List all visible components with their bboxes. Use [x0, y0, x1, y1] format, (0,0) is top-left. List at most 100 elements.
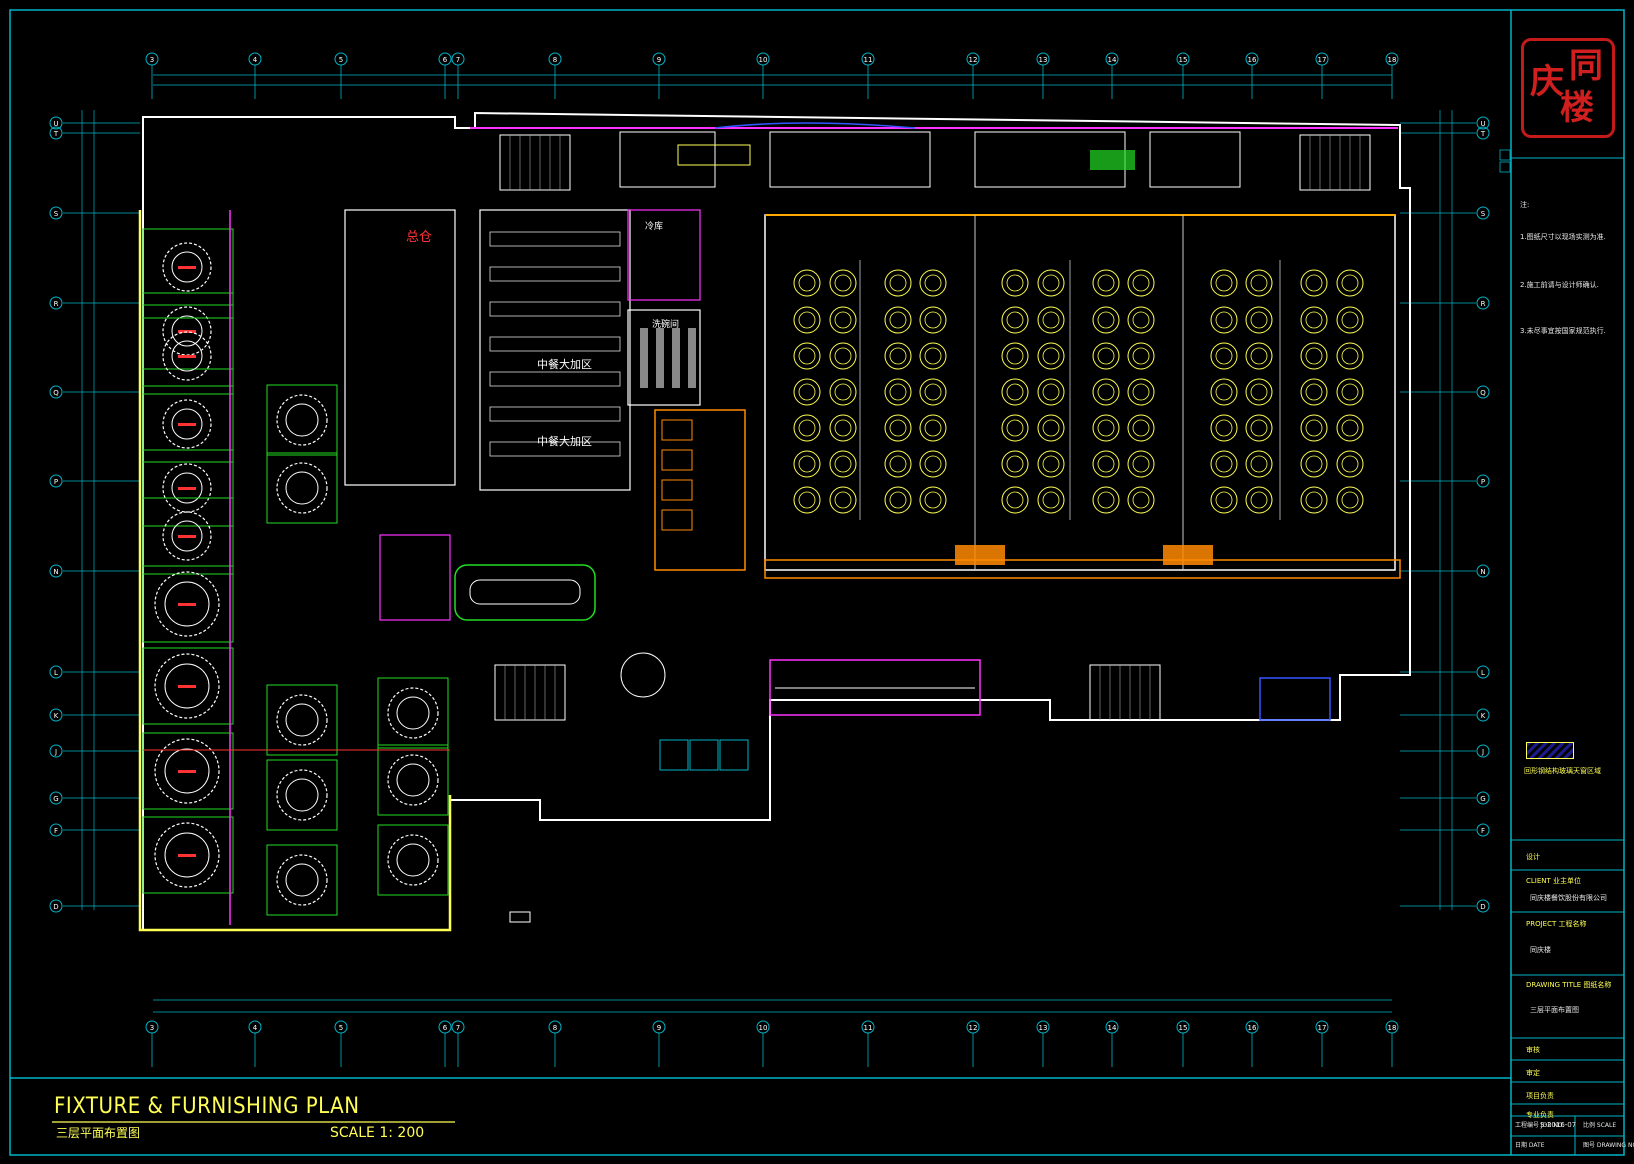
banquet-table-top: [834, 383, 852, 401]
banquet-table: [1210, 306, 1238, 334]
grid-bubble-label: J: [54, 748, 57, 756]
grid-bubble-label: U: [1480, 120, 1485, 128]
grid-bubble-label: 15: [1179, 56, 1188, 64]
banquet-table: [1127, 378, 1155, 406]
private-room: [377, 824, 449, 896]
banquet-table: [1245, 306, 1273, 334]
banquet-table-top: [1341, 347, 1359, 365]
round-table-top: [171, 520, 203, 552]
banquet-table: [1336, 486, 1364, 514]
tb-date-label: 日期 DATE: [1515, 1142, 1545, 1149]
banquet-table-top: [798, 347, 816, 365]
grid-bubble-label: 6: [443, 56, 448, 64]
drawing-title: FIXTURE & FURNISHING PLAN: [54, 1094, 360, 1119]
banquet-table: [1001, 486, 1029, 514]
dish-rack: [656, 328, 664, 388]
grid-bubble-label: 11: [864, 56, 873, 64]
banquet-table-top: [889, 491, 907, 509]
banquet-table: [1300, 306, 1328, 334]
banquet-table: [1037, 414, 1065, 442]
banquet-table: [919, 306, 947, 334]
banquet-table-top: [889, 419, 907, 437]
round-table: [276, 462, 328, 514]
banquet-table-top: [798, 491, 816, 509]
grid-bubble-label: 7: [456, 1024, 460, 1032]
banquet-table: [1037, 486, 1065, 514]
company-seal-logo: 同 庆 楼: [1521, 38, 1615, 138]
banquet-table-top: [1215, 274, 1233, 292]
banquet-table: [919, 450, 947, 478]
banquet-table-top: [1132, 455, 1150, 473]
banquet-table-top: [1042, 455, 1060, 473]
private-room: [142, 732, 234, 810]
grid-bubble: [1476, 708, 1490, 722]
banquet-table: [919, 378, 947, 406]
banquet-table-top: [924, 419, 942, 437]
banquet-table: [1300, 450, 1328, 478]
round-table: [276, 394, 328, 446]
banquet-table-top: [1305, 455, 1323, 473]
tb-job-no-label: 工程编号 JOB NO.: [1515, 1122, 1565, 1129]
private-room: [266, 844, 338, 916]
tb-project-value: 同庆楼: [1530, 946, 1551, 954]
kitchen-counter: [489, 336, 621, 352]
banquet-table: [1092, 414, 1120, 442]
round-table: [162, 399, 212, 449]
toilet-row: [677, 144, 751, 166]
banquet-table: [829, 378, 857, 406]
grid-bubble-label: 11: [864, 1024, 873, 1032]
banquet-table-top: [1006, 347, 1024, 365]
grid-bubble: [49, 744, 63, 758]
grid-bubble-label: R: [54, 300, 59, 308]
grid-bubble-label: R: [1481, 300, 1486, 308]
banquet-table: [793, 486, 821, 514]
private-room: [142, 647, 234, 725]
banquet-table-top: [889, 383, 907, 401]
grid-bubble-label: 13: [1039, 1024, 1048, 1032]
banquet-table-top: [1305, 419, 1323, 437]
banquet-table: [919, 269, 947, 297]
banquet-table-top: [889, 311, 907, 329]
grid-bubble: [49, 708, 63, 722]
grid-bubble-label: N: [53, 568, 58, 576]
grid-bubble-label: 15: [1179, 1024, 1188, 1032]
grid-bubble: [49, 116, 63, 130]
banquet-table-top: [1215, 311, 1233, 329]
kitchen-hot-label: 中餐大加区: [537, 435, 592, 448]
banquet-table-top: [1250, 491, 1268, 509]
banquet-table-top: [1006, 383, 1024, 401]
grid-bubble: [1245, 52, 1259, 66]
dish-rack: [672, 328, 680, 388]
grid-bubble-label: G: [1480, 795, 1485, 803]
grid-bubble-label: 9: [657, 56, 661, 64]
private-room: [142, 816, 234, 894]
banquet-table: [1336, 378, 1364, 406]
banquet-table: [1001, 269, 1029, 297]
grid-bubble: [49, 791, 63, 805]
tb-drawing-title-value: 三层平面布置图: [1530, 1006, 1579, 1014]
banquet-table: [1037, 269, 1065, 297]
grid-bubble-label: 5: [339, 1024, 343, 1032]
grid-bubble: [1036, 52, 1050, 66]
banquet-table: [1336, 450, 1364, 478]
shaft: [689, 739, 719, 771]
private-room: [142, 228, 234, 306]
banquet-table-top: [1250, 419, 1268, 437]
banquet-table: [829, 414, 857, 442]
banquet-table-top: [1215, 455, 1233, 473]
grid-bubble: [49, 206, 63, 220]
banquet-table: [884, 306, 912, 334]
banquet-table-top: [1305, 347, 1323, 365]
grid-bubble: [652, 1020, 666, 1034]
tb-discipline-lead-label: 专业负责: [1526, 1111, 1554, 1119]
banquet-table-top: [1341, 491, 1359, 509]
banquet-table-top: [889, 347, 907, 365]
banquet-table: [1037, 342, 1065, 370]
banquet-table-top: [1097, 455, 1115, 473]
cold-room: [627, 209, 701, 301]
grid-bubble-label: 12: [969, 56, 978, 64]
banquet-table-top: [1006, 455, 1024, 473]
margin-mark: [1499, 149, 1511, 161]
banquet-table-top: [889, 455, 907, 473]
